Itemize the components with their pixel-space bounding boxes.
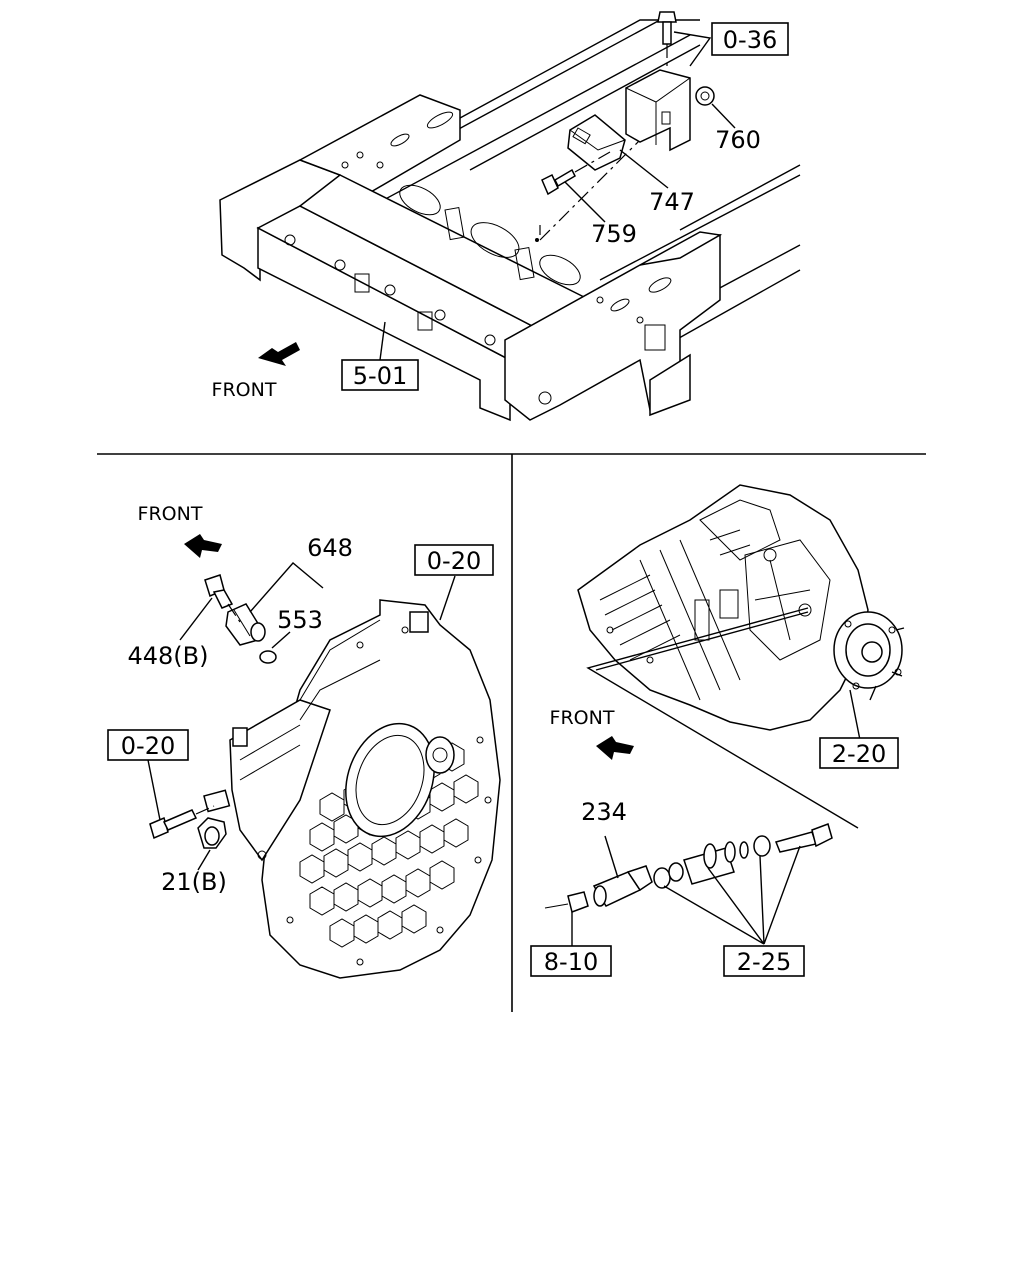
transmission-illustration — [577, 484, 905, 731]
ref-box-0-20-lower — [107, 729, 189, 761]
leader-0-20-lower — [147, 759, 161, 821]
ref-label-8-10: 8-10 — [544, 948, 598, 976]
part-label-747: 747 — [649, 188, 695, 216]
bolt-part-448b — [204, 574, 241, 623]
sensor-part-747 — [567, 114, 626, 171]
leader-21b — [197, 849, 211, 871]
ref-box-0-36 — [711, 22, 789, 56]
leader-0-20-upper — [439, 575, 456, 621]
crank-sensor-part-21b — [197, 789, 231, 849]
bracket-part — [625, 69, 691, 152]
bolt-part-759 — [541, 151, 611, 196]
part-label-759: 759 — [591, 220, 637, 248]
part-label-648: 648 — [307, 534, 353, 562]
part-label-21b: 21(B) — [161, 868, 227, 896]
part-label-553: 553 — [277, 606, 323, 634]
ref-label-0-20-lower: 0-20 — [121, 732, 175, 760]
bolt-part-0-36 — [657, 11, 677, 70]
flywheel-housing-illustration — [229, 599, 501, 979]
ref-label-0-20-upper: 0-20 — [427, 547, 481, 575]
leader-648 — [249, 562, 324, 613]
explode-line-upper — [586, 607, 859, 829]
front-label-right: FRONT — [550, 707, 615, 729]
o-ring-part-553 — [259, 650, 277, 664]
nut-part-760 — [695, 86, 715, 106]
speed-sensor-part-234 — [592, 865, 653, 907]
leader-448b — [179, 597, 213, 641]
leader-759 — [564, 181, 606, 223]
leader-760 — [711, 103, 736, 129]
ref-box-8-10 — [530, 945, 612, 977]
front-arrow-icon-right — [596, 736, 634, 760]
front-label-top: FRONT — [212, 379, 277, 401]
ref-box-2-20 — [819, 737, 899, 769]
leader-2-25 — [663, 845, 801, 945]
explode-line-lower — [595, 611, 809, 671]
part-label-234: 234 — [581, 798, 627, 826]
bolt-part-0-20 — [149, 805, 215, 840]
front-arrow-icon-top — [258, 342, 300, 366]
connector-part-8-10 — [544, 891, 589, 913]
ref-box-2-25 — [723, 945, 805, 977]
ref-box-0-20-upper — [414, 544, 494, 576]
leader-5-01 — [379, 321, 386, 361]
part-label-448b: 448(B) — [128, 642, 209, 670]
leader-747 — [619, 149, 669, 189]
chassis-frame-illustration — [219, 19, 801, 422]
part-label-760: 760 — [715, 126, 761, 154]
ref-label-0-36: 0-36 — [723, 26, 777, 54]
ref-box-5-01 — [341, 359, 419, 391]
leader-553 — [271, 631, 291, 649]
leader-0-36 — [673, 31, 712, 67]
leader-2-20 — [849, 689, 861, 741]
ref-label-2-20: 2-20 — [832, 740, 886, 768]
front-label-left: FRONT — [138, 503, 203, 525]
front-arrow-icon-left — [184, 534, 222, 558]
ref-label-5-01: 5-01 — [353, 362, 407, 390]
leader-234 — [604, 835, 619, 879]
seal-ring-parts-2-25 — [653, 823, 833, 889]
ref-label-2-25: 2-25 — [737, 948, 791, 976]
